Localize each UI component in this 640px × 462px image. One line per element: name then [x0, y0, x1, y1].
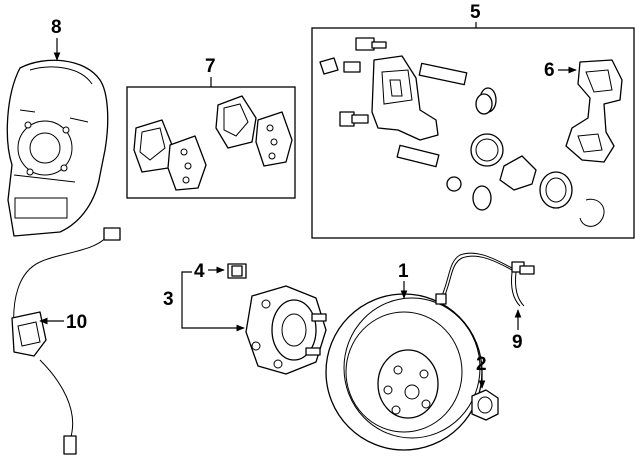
callout-3: 3 [163, 289, 174, 310]
brake-rotor-part [325, 293, 483, 451]
hub-bearing-part [245, 285, 327, 375]
dust-shield-part [6, 59, 109, 237]
callout-3-bracket-top [181, 271, 192, 298]
brake-hose-part [435, 252, 535, 307]
caliper-kit-box [311, 27, 635, 239]
callout-7: 7 [205, 56, 216, 77]
hub-nut-part [471, 389, 499, 421]
abs-sensor-part [11, 227, 121, 455]
callout-10: 10 [66, 312, 87, 333]
caliper-mount-part [565, 59, 623, 163]
hub-bolt-part [227, 263, 247, 279]
caliper-parts [319, 37, 605, 227]
callout-1: 1 [398, 261, 409, 282]
callout-3-bracket-bottom [181, 298, 245, 332]
brake-pads-part [133, 95, 293, 191]
callout-4: 4 [194, 261, 205, 282]
callout-8: 8 [51, 17, 62, 38]
callout-6: 6 [544, 60, 555, 81]
callout-2: 2 [476, 354, 487, 375]
callout-5: 5 [470, 2, 481, 23]
callout-9: 9 [512, 332, 523, 353]
